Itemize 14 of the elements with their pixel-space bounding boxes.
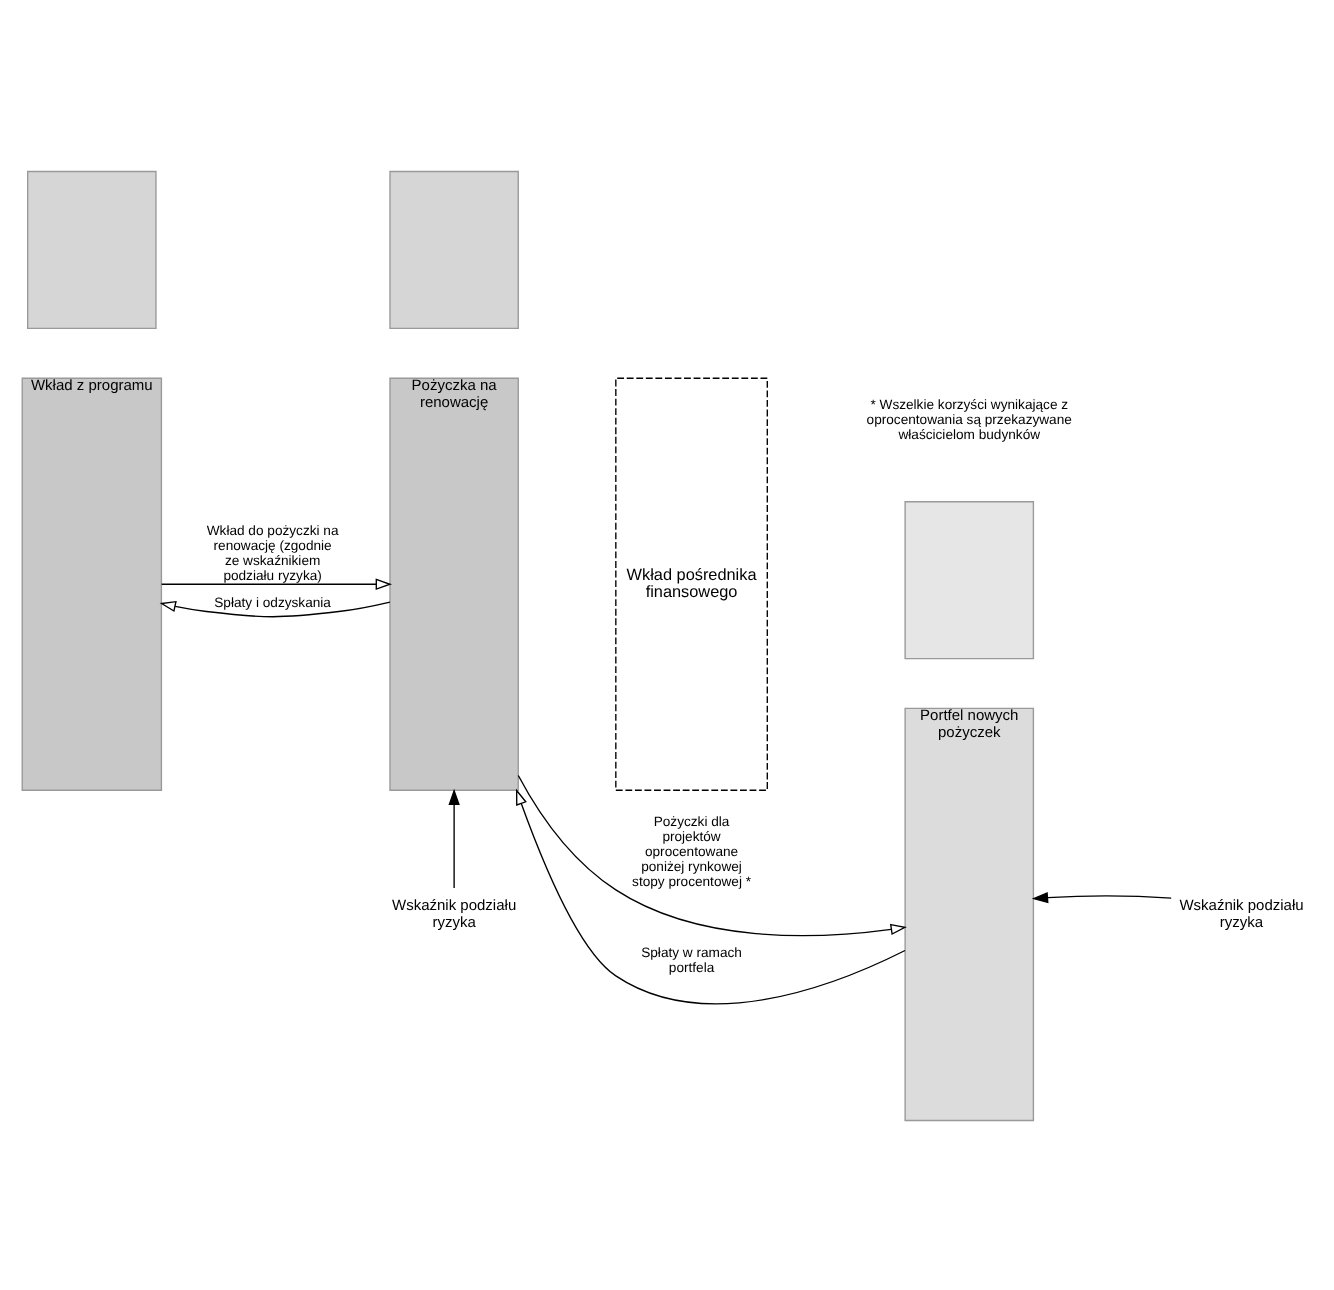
node-box	[904, 500, 1035, 659]
arrow	[448, 787, 460, 888]
arrow	[161, 577, 392, 589]
node-box	[27, 169, 157, 329]
arrow	[515, 787, 906, 1004]
arrow	[517, 773, 907, 936]
arrow	[1031, 890, 1172, 903]
arrow	[159, 599, 391, 617]
node-text: Wskaźnik podziału ryzyka	[1179, 895, 1304, 930]
node-box: Portfel nowych pożyczek	[904, 706, 1035, 1121]
node-box: Wkład z programu	[21, 376, 163, 790]
node-text: Wskaźnik podziału ryzyka	[392, 895, 517, 930]
node-box: Pożyczka na renowację	[389, 376, 519, 790]
node-box	[389, 169, 519, 329]
